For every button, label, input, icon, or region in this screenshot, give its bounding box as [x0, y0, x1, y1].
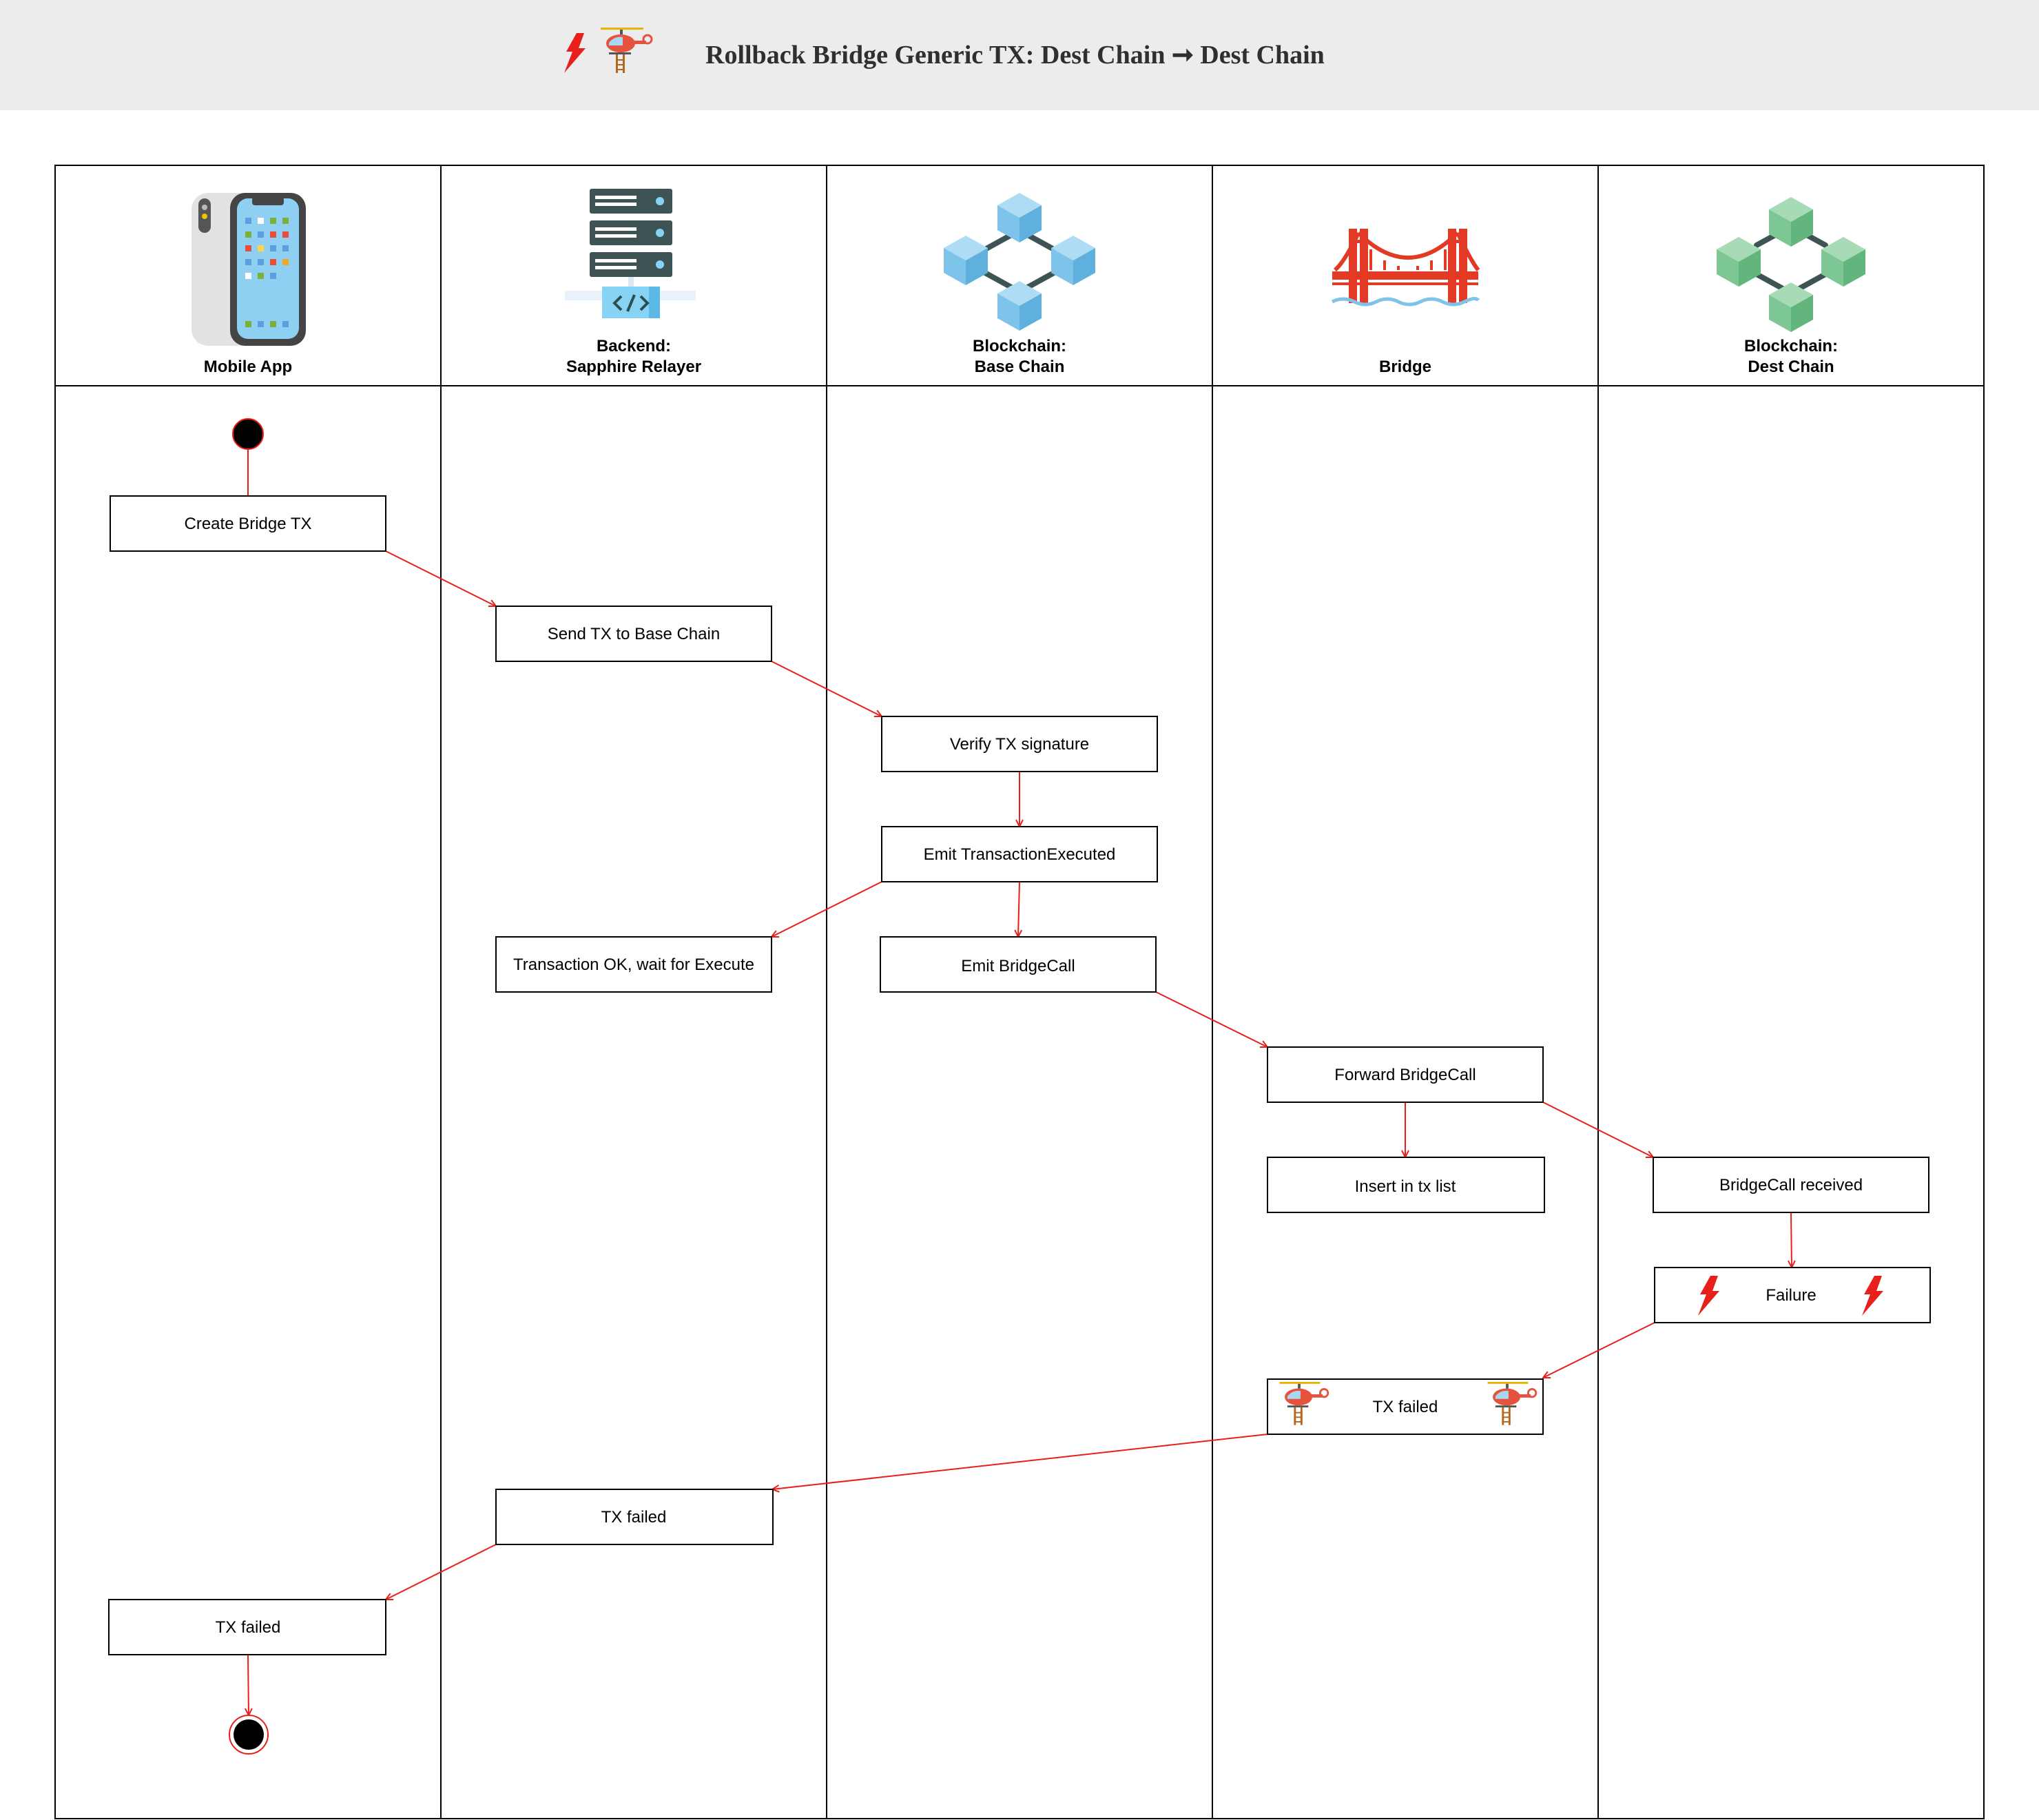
server-icon: [565, 189, 696, 318]
flow-arrow: [1791, 1212, 1792, 1268]
flow-arrow: [1543, 1322, 1655, 1378]
smartphone-icon: [192, 193, 306, 346]
lane-label-dest-chain-sub: Dest Chain: [1748, 358, 1834, 376]
flow-arrow: [385, 550, 496, 606]
lane-label-base-chain: Blockchain:: [973, 337, 1066, 355]
start-node: [232, 418, 264, 450]
step-emit-bridgecall: Emit BridgeCall: [880, 936, 1157, 993]
step-tx-failed-app: TX failed: [108, 1599, 386, 1655]
flow-arrow: [1542, 1102, 1653, 1157]
step-transaction-ok: Transaction OK, wait for Execute: [495, 936, 772, 993]
lane-label-backend-sub: Sapphire Relayer: [566, 358, 701, 376]
step-verify-tx-signature: Verify TX signature: [881, 716, 1158, 772]
step-label: TX failed: [216, 1618, 281, 1637]
blockchain-cubes-icon: [944, 193, 1095, 331]
step-tx-failed-backend: TX failed: [495, 1489, 774, 1545]
step-label: Create Bridge TX: [185, 515, 312, 533]
step-send-tx-base-chain: Send TX to Base Chain: [495, 606, 772, 662]
step-label: Failure: [1766, 1286, 1816, 1305]
flow-arrow: [1155, 991, 1267, 1047]
step-label: Emit BridgeCall: [961, 957, 1075, 975]
lane-label-bridge: Bridge: [1379, 358, 1431, 376]
step-label: Send TX to Base Chain: [548, 625, 720, 643]
step-label: Insert in tx list: [1355, 1177, 1456, 1196]
flow-arrow: [771, 661, 882, 716]
step-emit-transaction-executed: Emit TransactionExecuted: [881, 826, 1158, 882]
flow-arrow: [1018, 881, 1020, 937]
page-title: Rollback Bridge Generic TX: Dest Chain ➞…: [705, 41, 1325, 70]
step-create-bridge-tx: Create Bridge TX: [110, 495, 386, 552]
lane-label-backend: Backend:: [597, 337, 671, 355]
step-forward-bridgecall: Forward BridgeCall: [1267, 1046, 1544, 1103]
bridge-icon: [1331, 229, 1480, 307]
lane-label-mobile-app: Mobile App: [204, 358, 292, 376]
end-node: [229, 1715, 269, 1755]
step-label: Verify TX signature: [950, 735, 1089, 754]
step-failure: Failure: [1654, 1267, 1931, 1323]
step-label: Transaction OK, wait for Execute: [513, 955, 754, 974]
lane-label-base-chain-sub: Base Chain: [975, 358, 1065, 376]
step-label: Emit TransactionExecuted: [924, 845, 1116, 864]
step-label: Forward BridgeCall: [1334, 1066, 1476, 1084]
flow-arrow: [386, 1544, 497, 1600]
lane-label-dest-chain: Blockchain:: [1744, 337, 1838, 355]
step-tx-failed-bridge: TX failed: [1267, 1378, 1544, 1435]
flow-arrow: [772, 1434, 1268, 1489]
step-bridgecall-received: BridgeCall received: [1653, 1157, 1929, 1213]
step-label: TX failed: [1373, 1398, 1438, 1416]
header-bar: [0, 0, 2039, 110]
step-label: TX failed: [601, 1508, 667, 1527]
step-label: BridgeCall received: [1719, 1176, 1863, 1195]
step-insert-tx-list: Insert in tx list: [1267, 1157, 1545, 1213]
flow-arrow: [772, 881, 882, 937]
swimlane-frame: [54, 165, 1985, 1819]
flow-arrow: [248, 1654, 249, 1715]
blockchain-cubes-icon: [1717, 197, 1865, 332]
